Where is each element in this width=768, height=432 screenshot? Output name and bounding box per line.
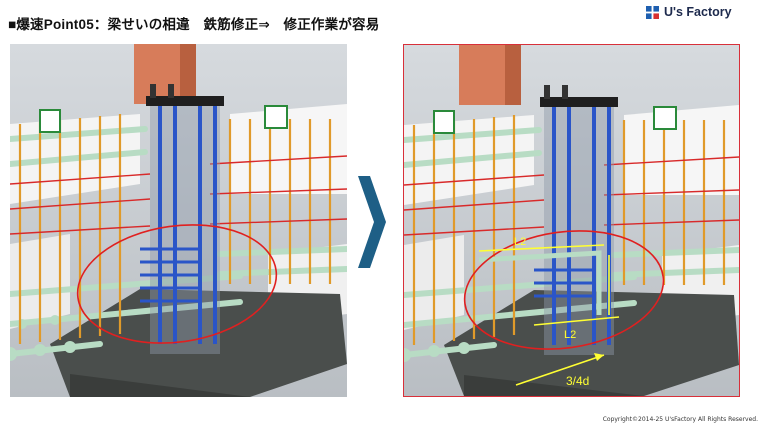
copyright-notice: Copyright©2014-25 U'sFactory All Rights … (602, 416, 758, 423)
brand-logo: U's Factory (646, 5, 732, 19)
after-rebar-3d-view: L2 L2 3/4d (403, 44, 740, 397)
l2-top-label: L2 (514, 236, 526, 248)
anchorage-length-label: 3/4d (566, 374, 589, 388)
brand-name: U's Factory (664, 5, 732, 19)
l2-bottom-label: L2 (564, 329, 576, 341)
flag-logo-icon (646, 5, 659, 19)
slide-title: ■爆速Point05：梁せいの相違 鉄筋修正⇒ 修正作業が容易 (8, 17, 380, 32)
right-chevron-arrow-icon (358, 176, 386, 268)
before-rebar-3d-view (10, 44, 347, 397)
